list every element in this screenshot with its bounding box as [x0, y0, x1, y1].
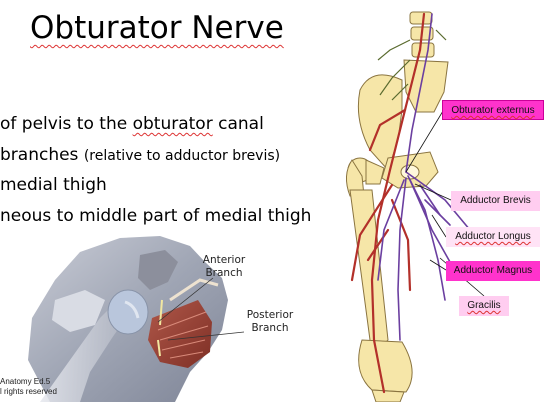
- label-adductor-longus: Adductor Longus: [446, 227, 540, 247]
- label-obturator-externus-text: Obturator externus: [451, 105, 535, 116]
- bullet-4: neous to middle part of medial thigh: [0, 206, 312, 226]
- bullet-1-pre: of pelvis to the: [0, 114, 133, 134]
- bullet-2-main: branches: [0, 145, 84, 165]
- bullet-1: of pelvis to the obturator canal: [0, 114, 264, 134]
- bullet-1-emph: obturator: [132, 114, 213, 134]
- label-gracilis: Gracilis: [459, 296, 509, 316]
- label-obturator-externus: Obturator externus: [442, 100, 544, 120]
- posterior-branch-line2: Branch: [251, 322, 289, 334]
- label-gracilis-text: Gracilis: [467, 300, 501, 311]
- copyright-line-2: l rights reserved: [0, 387, 57, 396]
- posterior-branch-label: Posterior Branch: [246, 309, 294, 335]
- bullet-2: branches (relative to adductor brevis): [0, 145, 280, 165]
- posterior-branch-line1: Posterior: [246, 309, 294, 321]
- label-adductor-magnus: Adductor Magnus: [446, 261, 540, 281]
- anterior-branch-line1: Anterior: [202, 254, 246, 266]
- bullet-1-post: canal: [212, 114, 264, 134]
- image-copyright: Anatomy Ed.5 l rights reserved: [0, 377, 57, 397]
- anterior-branch-line2: Branch: [205, 267, 243, 279]
- slide-title: Obturator Nerve: [30, 10, 284, 46]
- copyright-line-1: Anatomy Ed.5: [0, 377, 51, 386]
- bullet-2-note: (relative to adductor brevis): [83, 148, 281, 164]
- label-adductor-longus-text: Adductor Longus: [455, 231, 531, 242]
- anterior-branch-label: Anterior Branch: [202, 254, 246, 280]
- label-adductor-brevis: Adductor Brevis: [451, 191, 540, 211]
- bullet-3: medial thigh: [0, 175, 107, 195]
